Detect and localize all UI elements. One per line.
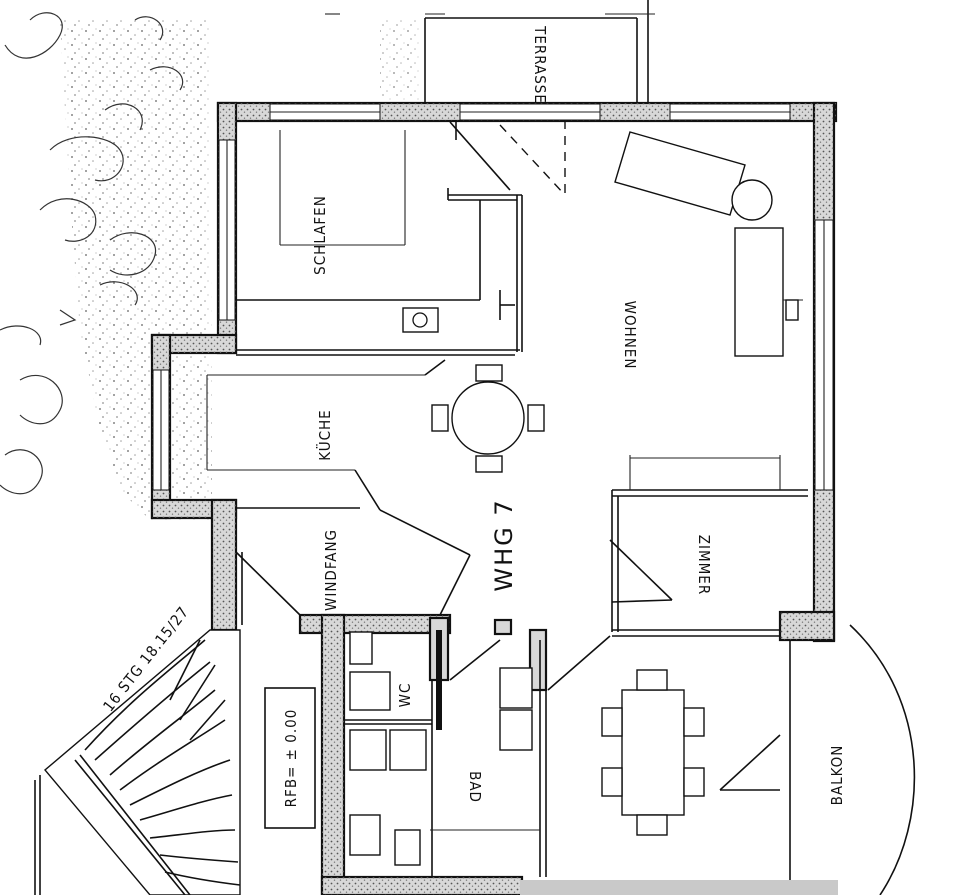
walls	[150, 101, 838, 895]
partitions	[206, 120, 808, 877]
label-zimmer: ZIMMER	[695, 535, 713, 595]
landscape-scribbles	[0, 12, 184, 495]
label-bad: BAD	[466, 771, 484, 803]
label-balkon: BALKON	[828, 745, 846, 806]
label-terrasse: TERRASSE	[531, 25, 549, 104]
living-furniture	[614, 131, 803, 357]
bottom-strip	[520, 880, 838, 895]
staircase: 16 STG 18.15/27	[34, 603, 241, 895]
dining-table	[431, 364, 545, 473]
label-kueche: KÜCHE	[315, 409, 334, 460]
balcony	[601, 624, 916, 895]
label-windfang: WINDFANG	[322, 529, 340, 611]
room-labels: SCHLAFEN WOHNEN KÜCHE WINDFANG ZIMMER WC…	[311, 195, 846, 805]
bath-fixtures	[349, 631, 540, 866]
label-wc: WC	[396, 683, 414, 708]
exterior-ground	[60, 20, 420, 520]
label-wohnen: WOHNEN	[621, 301, 639, 370]
label-level: RFB= ± 0.00	[282, 709, 300, 808]
level-marker: RFB= ± 0.00	[264, 687, 316, 829]
label-schlafen: SCHLAFEN	[311, 195, 329, 275]
label-unit: WHG 7	[490, 498, 518, 591]
terrace-area: TERRASSE	[424, 0, 649, 112]
